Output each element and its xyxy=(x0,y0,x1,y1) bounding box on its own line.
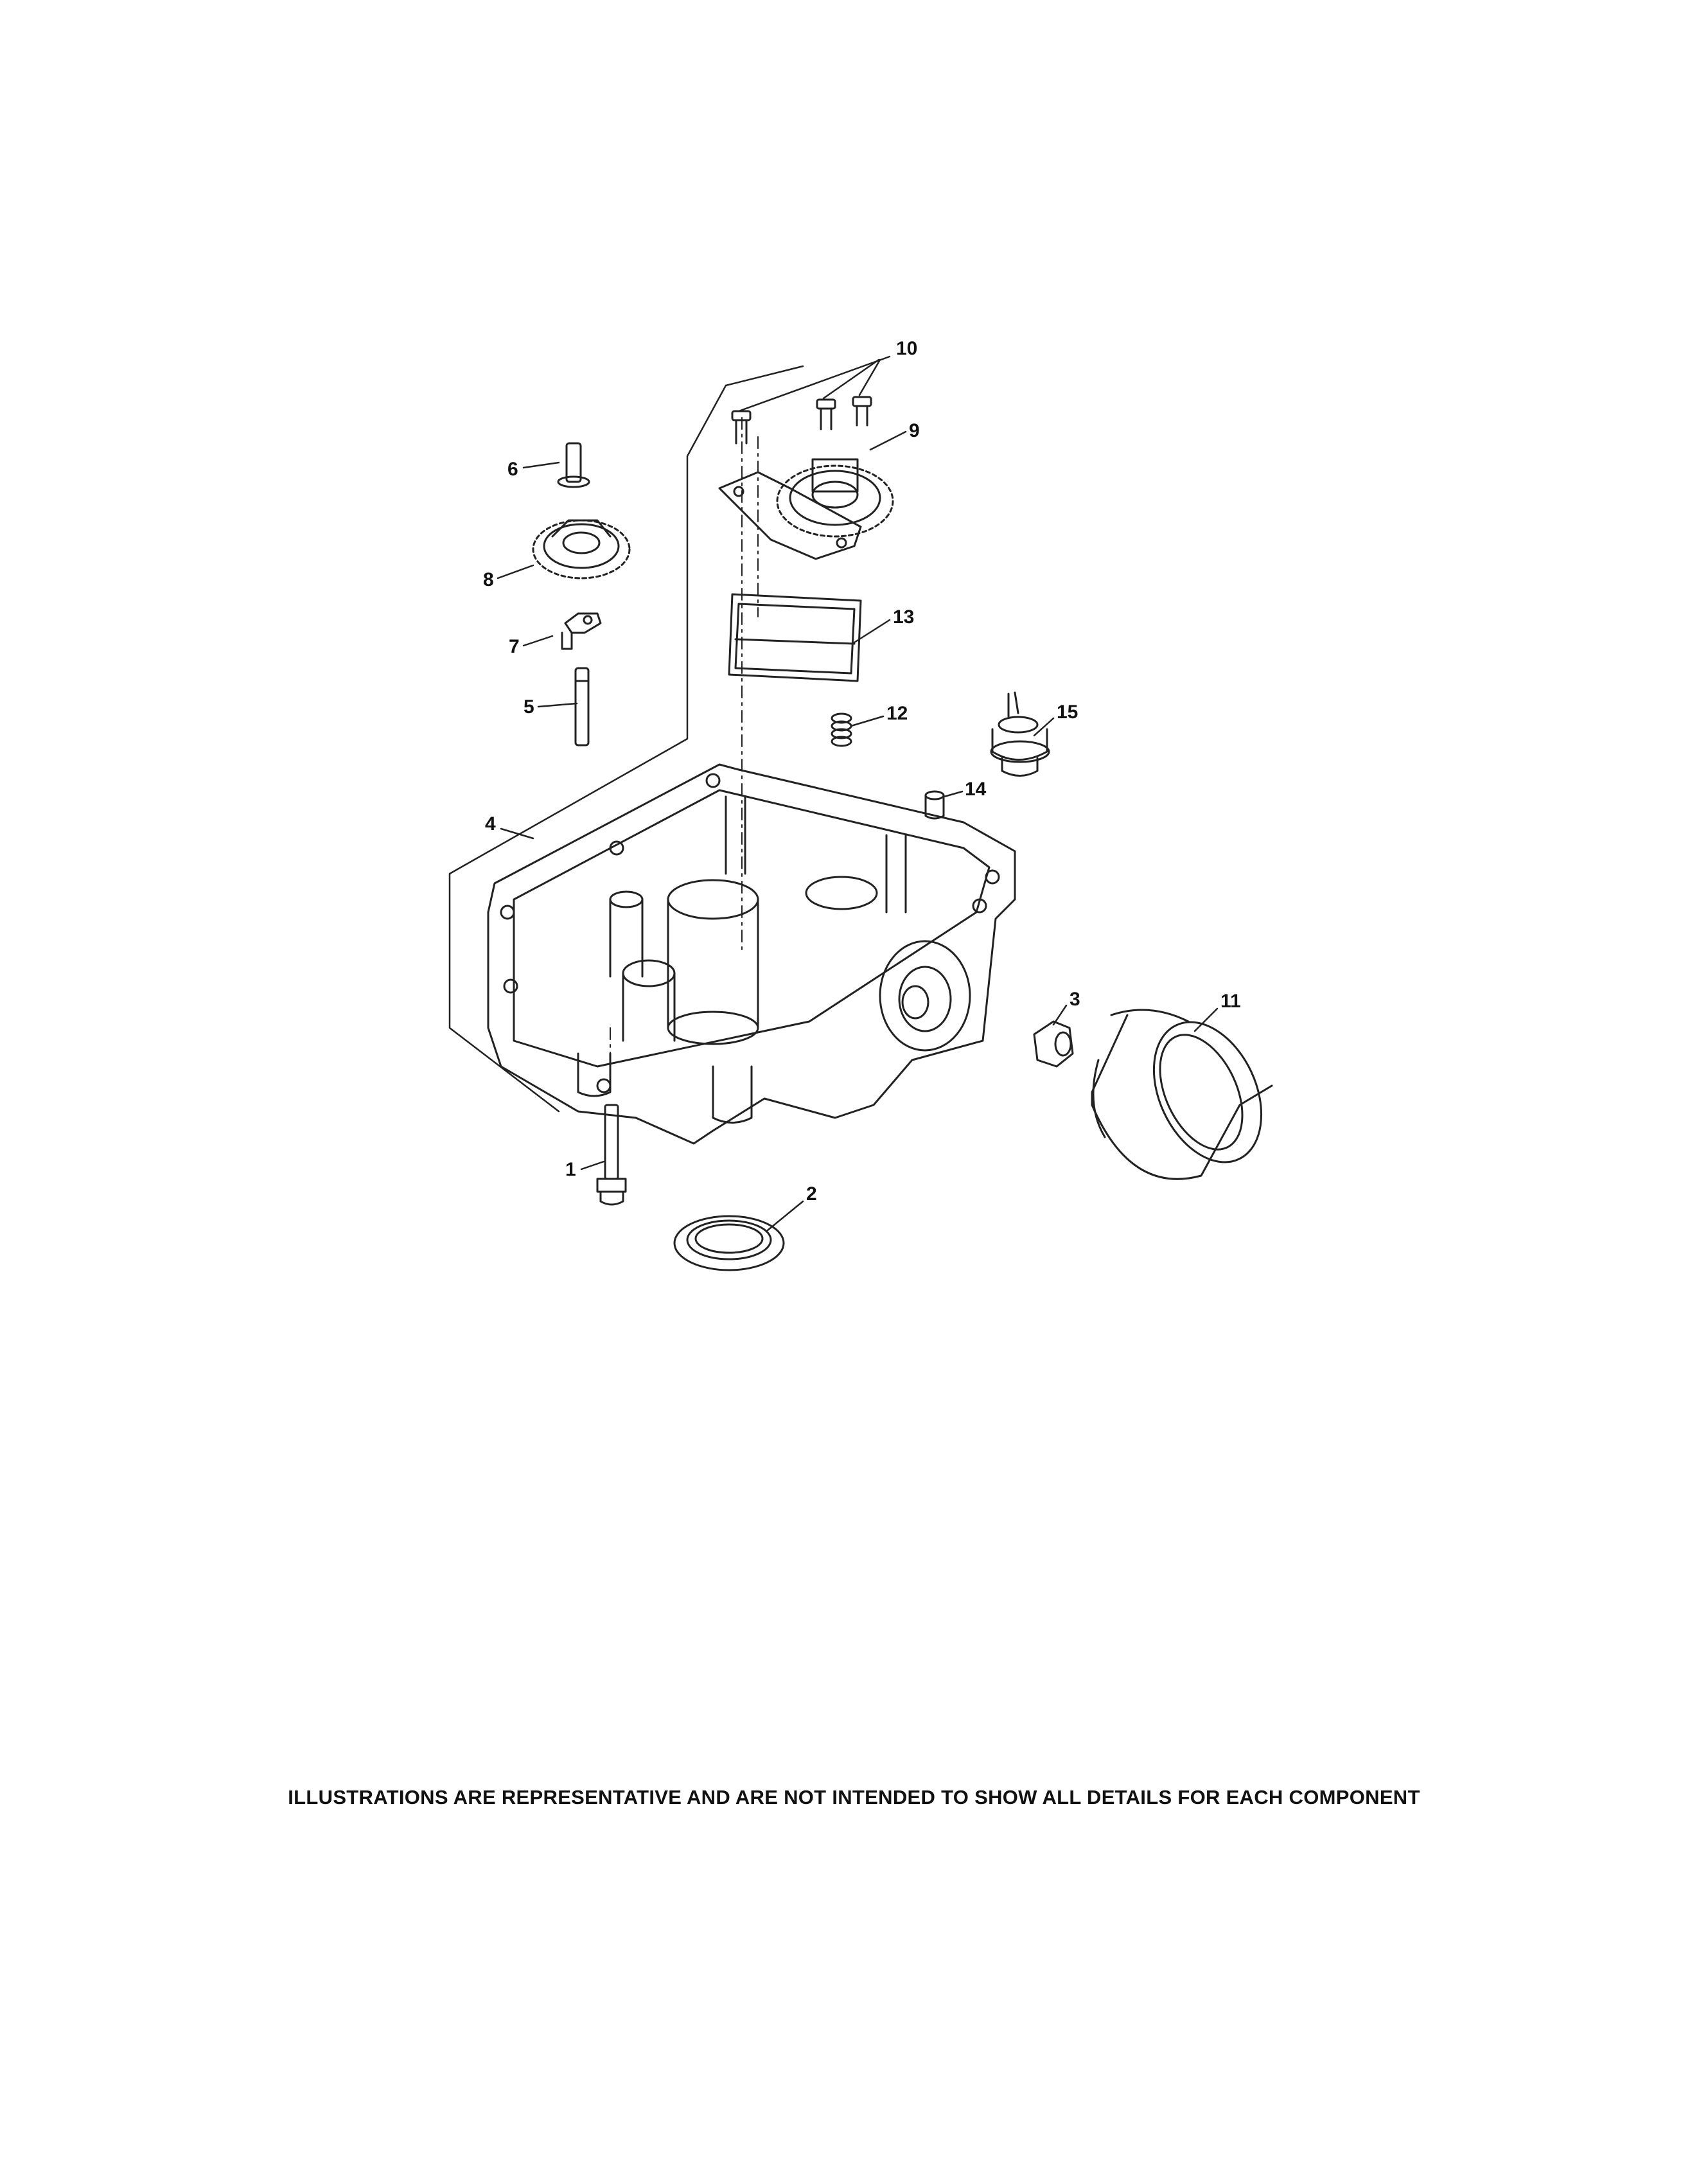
screen-13 xyxy=(728,593,862,682)
dashed-assembly-lines xyxy=(610,417,759,1093)
bolt-1 xyxy=(596,1104,627,1206)
callout-15: 15 xyxy=(1057,702,1078,723)
assembly-bracket-lines xyxy=(448,365,804,1113)
pressure-switch-15 xyxy=(990,691,1050,777)
leader-lines xyxy=(497,355,1219,1232)
callout-8: 8 xyxy=(483,569,494,590)
callout-labels: 10 9 6 8 13 7 5 12 15 14 4 3 11 1 2 xyxy=(483,338,1241,1205)
bracket-7 xyxy=(561,612,602,650)
screw-10c xyxy=(852,396,872,427)
callout-12: 12 xyxy=(886,703,908,724)
dowel-14 xyxy=(924,790,945,820)
fitting-3 xyxy=(1033,1020,1074,1068)
screw-10a xyxy=(731,410,752,445)
callout-7: 7 xyxy=(509,636,520,657)
shaft-pin-6 xyxy=(557,442,590,488)
callout-3: 3 xyxy=(1070,989,1080,1010)
seal-2 xyxy=(673,1215,785,1271)
callout-6: 6 xyxy=(507,459,518,480)
shaft-5 xyxy=(574,667,590,747)
callout-2: 2 xyxy=(806,1183,817,1205)
callout-1: 1 xyxy=(565,1159,576,1180)
screw-10b xyxy=(816,398,836,430)
callout-14: 14 xyxy=(965,779,987,800)
oil-pump-gear-plate xyxy=(718,458,894,560)
callout-13: 13 xyxy=(893,606,914,628)
oil-pan-4 xyxy=(487,763,1016,1145)
spring-12 xyxy=(831,712,852,747)
callout-11: 11 xyxy=(1220,991,1241,1012)
illustration-disclaimer: ILLUSTRATIONS ARE REPRESENTATIVE AND ARE… xyxy=(288,1786,1420,1808)
callout-4: 4 xyxy=(485,813,496,835)
callout-9: 9 xyxy=(909,420,920,441)
callout-10: 10 xyxy=(896,338,917,359)
oil-filter-11 xyxy=(1091,1009,1273,1180)
callout-5: 5 xyxy=(524,696,534,718)
gear-8 xyxy=(532,519,631,579)
